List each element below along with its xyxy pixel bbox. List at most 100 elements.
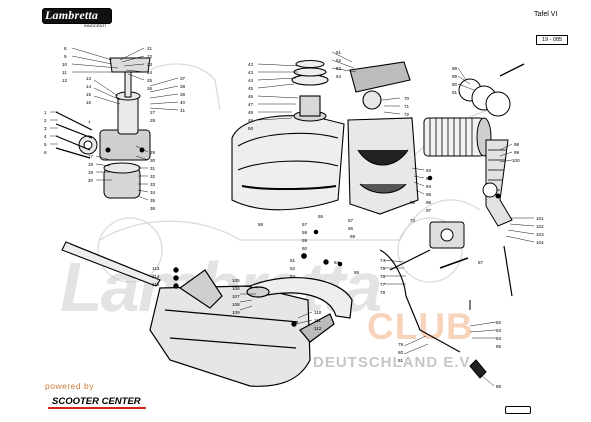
callout-81: 81: [398, 358, 404, 363]
callout-106: 106: [232, 286, 240, 291]
watermark-club: CLUB: [367, 306, 474, 347]
callout-93: 93: [426, 176, 432, 181]
callout-23: 23: [147, 62, 153, 67]
callout-11: 11: [62, 70, 67, 75]
reference-code: 19 - 085: [541, 37, 563, 43]
air-filter-element: [423, 63, 525, 157]
callout-52: 52: [336, 58, 342, 63]
callout-31: 31: [150, 166, 156, 171]
callout-103: 103: [536, 232, 544, 237]
sheet-label: Tafel VI: [534, 11, 558, 18]
callout-86: 86: [496, 384, 502, 389]
callout-50: 50: [248, 126, 254, 131]
callout-32: 32: [150, 174, 156, 179]
callout-12: 12: [62, 78, 68, 83]
callout-69: 69: [350, 234, 356, 239]
callout-49: 49: [248, 118, 254, 123]
callout-51: 51: [336, 50, 342, 55]
callout-39: 39: [180, 92, 186, 97]
callout-7: 7: [88, 120, 91, 125]
callout-29: 29: [150, 150, 156, 155]
callout-47: 47: [248, 102, 254, 107]
brand-subtitle: INNOCENTI: [84, 23, 106, 28]
intake-hose: [482, 139, 513, 227]
callout-111: 111: [314, 318, 321, 323]
callout-104: 104: [536, 240, 544, 245]
callout-10: 10: [62, 62, 68, 67]
callout-18: 18: [88, 162, 94, 167]
callout-80: 80: [398, 350, 404, 355]
callout-9: 9: [64, 54, 67, 59]
callout-90: 90: [452, 82, 458, 87]
callout-36: 36: [150, 206, 156, 211]
callout-25: 25: [147, 78, 153, 83]
callout-57: 57: [302, 222, 308, 227]
leader-lines: [50, 47, 535, 387]
fuel-tank: [231, 59, 345, 211]
callout-91: 91: [452, 90, 458, 95]
callout-26: 26: [147, 86, 153, 91]
callout-3: 3: [44, 126, 47, 131]
callout-92: 92: [426, 168, 432, 173]
callout-60: 60: [302, 246, 308, 251]
callout-64: 64: [334, 260, 340, 265]
callout-77: 77: [380, 282, 386, 287]
callout-53: 53: [336, 66, 342, 71]
callout-45: 45: [248, 86, 254, 91]
callout-109: 109: [232, 310, 240, 315]
callout-66: 66: [348, 226, 354, 231]
callout-113: 113: [152, 266, 160, 271]
callout-97: 97: [426, 208, 432, 213]
callout-58: 58: [302, 230, 308, 235]
callout-65: 65: [354, 270, 360, 275]
callout-96: 96: [426, 200, 432, 205]
callout-5: 5: [44, 142, 47, 147]
callout-55: 55: [318, 214, 324, 219]
callout-101: 101: [536, 216, 544, 221]
callout-6: 6: [44, 150, 47, 155]
callout-54: 54: [336, 74, 342, 79]
callout-27: 27: [150, 110, 156, 115]
callout-83: 83: [496, 328, 502, 333]
sponsor-logo: SCOOTER CENTER: [48, 396, 146, 409]
callout-115: 115: [152, 282, 160, 287]
callout-41: 41: [180, 108, 186, 113]
callout-22: 22: [147, 54, 153, 59]
callout-19: 19: [88, 170, 94, 175]
callout-14: 14: [86, 84, 92, 89]
callout-30: 30: [150, 158, 156, 163]
callout-43: 43: [248, 70, 254, 75]
fuel-tap-linkage: [379, 221, 513, 379]
watermark-region: DEUTSCHLAND E.V.: [313, 354, 475, 371]
callout-89: 89: [452, 74, 458, 79]
innocenti-mark-icon: [505, 406, 531, 414]
callout-21: 21: [147, 46, 153, 51]
lambretta-logo: Lambretta: [42, 8, 112, 24]
callout-95: 95: [426, 192, 432, 197]
callout-82: 82: [496, 320, 502, 325]
callout-105: 105: [232, 278, 240, 283]
callout-62: 62: [290, 266, 296, 271]
callout-35: 35: [150, 198, 156, 203]
callout-98: 98: [514, 142, 520, 147]
callout-56: 56: [258, 222, 264, 227]
callout-59: 59: [302, 238, 308, 243]
callout-71: 71: [404, 104, 410, 109]
callout-17: 17: [88, 154, 94, 159]
callout-78: 78: [380, 290, 386, 295]
callout-24: 24: [147, 70, 153, 75]
callout-67: 67: [348, 218, 354, 223]
callout-48: 48: [248, 110, 254, 115]
callout-87: 87: [478, 260, 484, 265]
callout-72: 72: [404, 112, 410, 117]
callout-112: 112: [314, 326, 322, 331]
callout-42: 42: [248, 62, 254, 67]
callout-85: 85: [496, 344, 502, 349]
callout-15: 15: [86, 92, 92, 97]
callout-88: 88: [452, 66, 458, 71]
callout-75: 75: [380, 266, 386, 271]
callout-84: 84: [496, 336, 502, 341]
exhaust-silencer: [149, 269, 353, 387]
